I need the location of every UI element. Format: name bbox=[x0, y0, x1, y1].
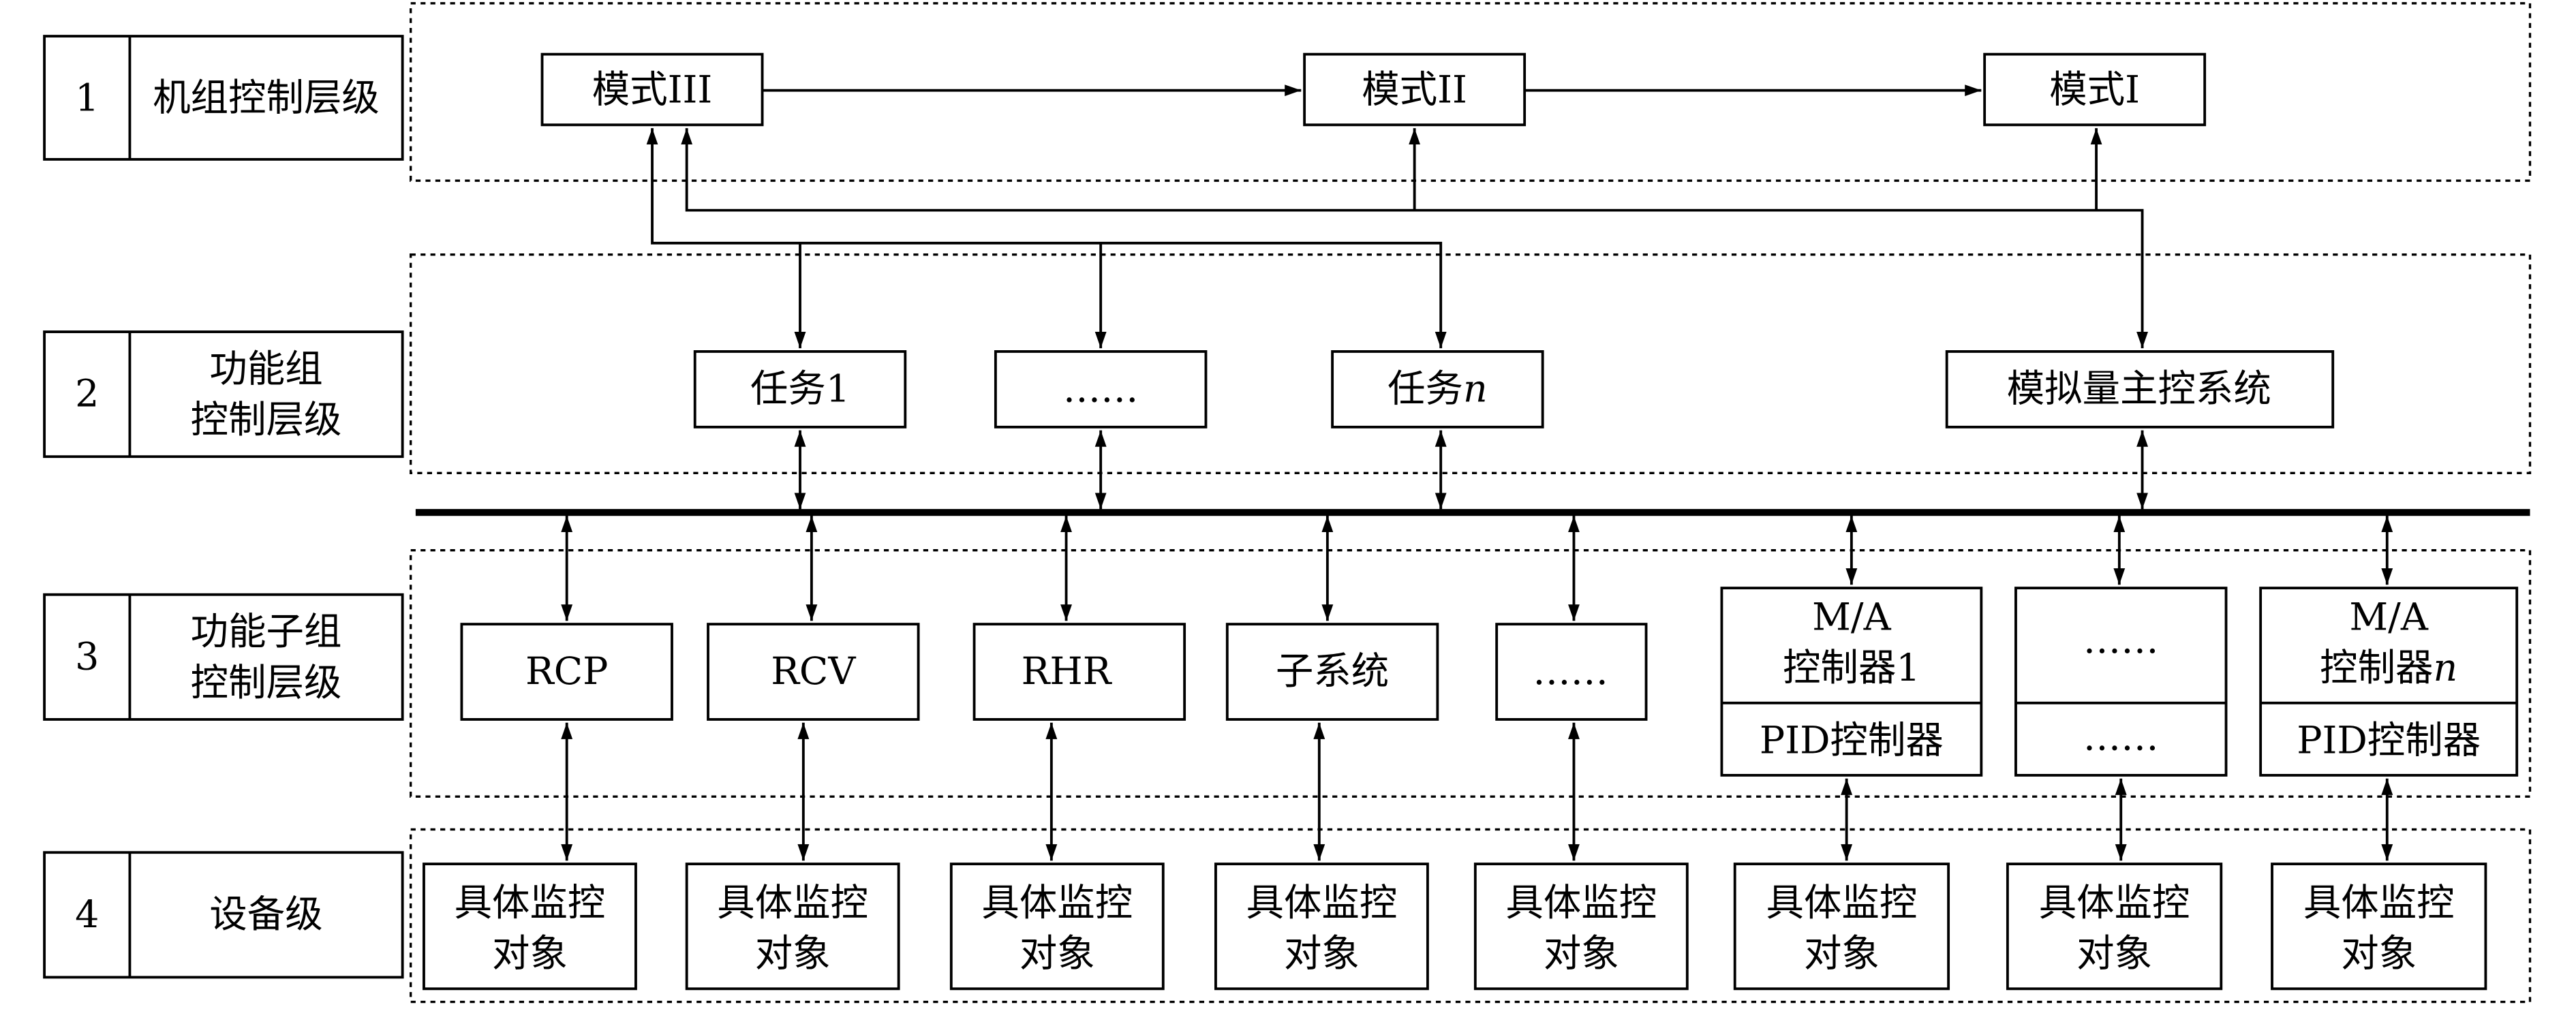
task-1-box: 任务1 bbox=[693, 350, 907, 429]
level-label-3: 3 功能子组 控制层级 bbox=[43, 593, 404, 721]
task-n-var: n bbox=[1463, 367, 1488, 411]
device-object-1: 具体监控 对象 bbox=[423, 863, 637, 991]
device-object-line-2: 对象 bbox=[1284, 933, 1360, 976]
rhr-box: RHR bbox=[972, 623, 1186, 721]
device-object-line-1: 具体监控 bbox=[981, 882, 1133, 925]
mode-i-label: 模式I bbox=[2049, 69, 2140, 112]
mode-ii-label: 模式II bbox=[1362, 69, 1467, 112]
device-object-line-2: 对象 bbox=[1544, 933, 1619, 976]
device-object-line-2: 对象 bbox=[2076, 933, 2152, 976]
mode-ii-box: 模式II bbox=[1303, 52, 1527, 127]
level-label-4: 4 设备级 bbox=[43, 851, 404, 979]
device-object-line-1: 具体监控 bbox=[2039, 882, 2190, 925]
ma-controller-n-box: M/A 控制器n PID控制器 bbox=[2259, 587, 2519, 777]
ma-controller-1-box: M/A 控制器1 PID控制器 bbox=[1720, 587, 1983, 777]
analog-master-label: 模拟量主控系统 bbox=[2007, 367, 2271, 411]
device-object-6: 具体监控 对象 bbox=[1733, 863, 1950, 991]
ma-mid-pid-label: …… bbox=[2083, 715, 2159, 759]
device-object-7: 具体监控 对象 bbox=[2006, 863, 2223, 991]
task-n-box: 任务n bbox=[1331, 350, 1544, 429]
level-number: 1 bbox=[75, 77, 99, 121]
device-object-line-2: 对象 bbox=[755, 933, 831, 976]
rcv-box: RCV bbox=[707, 623, 920, 721]
device-object-line-1: 具体监控 bbox=[455, 882, 606, 925]
device-object-5: 具体监控 对象 bbox=[1473, 863, 1689, 991]
ma-1-line-1: M/A bbox=[1812, 595, 1891, 639]
ma-mid-line-1: …… bbox=[2083, 619, 2159, 662]
ma-n-line-2: 控制器n bbox=[2320, 647, 2457, 690]
level-name: 设备级 bbox=[209, 893, 322, 937]
level-name: 机组控制层级 bbox=[153, 77, 380, 121]
level-name-line-1: 功能组 bbox=[209, 347, 322, 391]
level-label-2: 2 功能组 控制层级 bbox=[43, 330, 404, 459]
task-ellipsis-label: …… bbox=[1063, 367, 1139, 411]
device-object-line-1: 具体监控 bbox=[2303, 882, 2455, 925]
ma-1-line-2: 控制器1 bbox=[1783, 647, 1920, 690]
device-level-region bbox=[409, 828, 2532, 1004]
analog-master-box: 模拟量主控系统 bbox=[1945, 350, 2335, 429]
subgroup-level-region bbox=[409, 548, 2532, 798]
rcv-label: RCV bbox=[771, 650, 856, 694]
level-number: 3 bbox=[75, 635, 99, 679]
level-name-line-2: 控制层级 bbox=[191, 399, 342, 442]
device-object-4: 具体监控 对象 bbox=[1214, 863, 1429, 991]
ma-1-pid-label: PID控制器 bbox=[1760, 719, 1944, 762]
mode-iii-label: 模式III bbox=[592, 69, 713, 112]
device-object-line-1: 具体监控 bbox=[1766, 882, 1918, 925]
ma-n-line-2-prefix: 控制器 bbox=[2320, 647, 2433, 690]
rcp-box: RCP bbox=[460, 623, 673, 721]
mode-task-link bbox=[646, 128, 1447, 349]
ma-n-pid-label: PID控制器 bbox=[2297, 719, 2481, 762]
device-object-3: 具体监控 对象 bbox=[949, 863, 1165, 991]
device-object-line-2: 对象 bbox=[492, 933, 568, 976]
device-object-line-1: 具体监控 bbox=[1246, 882, 1398, 925]
ma-controller-mid-box: …… …… bbox=[2014, 587, 2228, 777]
rhr-label: RHR bbox=[1022, 650, 1113, 694]
task-1-label: 任务1 bbox=[750, 367, 850, 411]
task-ellipsis-box: …… bbox=[994, 350, 1208, 429]
rcp-label: RCP bbox=[525, 650, 608, 694]
device-object-2: 具体监控 对象 bbox=[685, 863, 900, 991]
device-object-line-2: 对象 bbox=[2341, 933, 2417, 976]
subsystem-label: 子系统 bbox=[1276, 650, 1389, 694]
device-object-8: 具体监控 对象 bbox=[2271, 863, 2487, 991]
level-name-line-2: 控制层级 bbox=[191, 662, 342, 705]
subsystem-box: 子系统 bbox=[1225, 623, 1439, 721]
task-n-prefix: 任务 bbox=[1387, 367, 1463, 411]
mode-iii-box: 模式III bbox=[540, 52, 764, 127]
subgroup-ellipsis-label: …… bbox=[1533, 650, 1608, 694]
level-number: 4 bbox=[75, 893, 99, 937]
level-label-1: 1 机组控制层级 bbox=[43, 35, 404, 161]
device-object-line-2: 对象 bbox=[1804, 933, 1880, 976]
device-object-line-2: 对象 bbox=[1019, 933, 1095, 976]
task-n-label: 任务n bbox=[1387, 367, 1488, 411]
device-object-line-1: 具体监控 bbox=[1505, 882, 1657, 925]
subgroup-ellipsis-box: …… bbox=[1495, 623, 1648, 721]
device-object-line-1: 具体监控 bbox=[717, 882, 868, 925]
ma-n-line-1: M/A bbox=[2349, 595, 2428, 639]
mode-i-box: 模式I bbox=[1983, 52, 2207, 127]
level-name-line-1: 功能子组 bbox=[191, 610, 342, 654]
ma-n-line-2-var: n bbox=[2433, 647, 2457, 690]
level-number: 2 bbox=[75, 373, 99, 416]
